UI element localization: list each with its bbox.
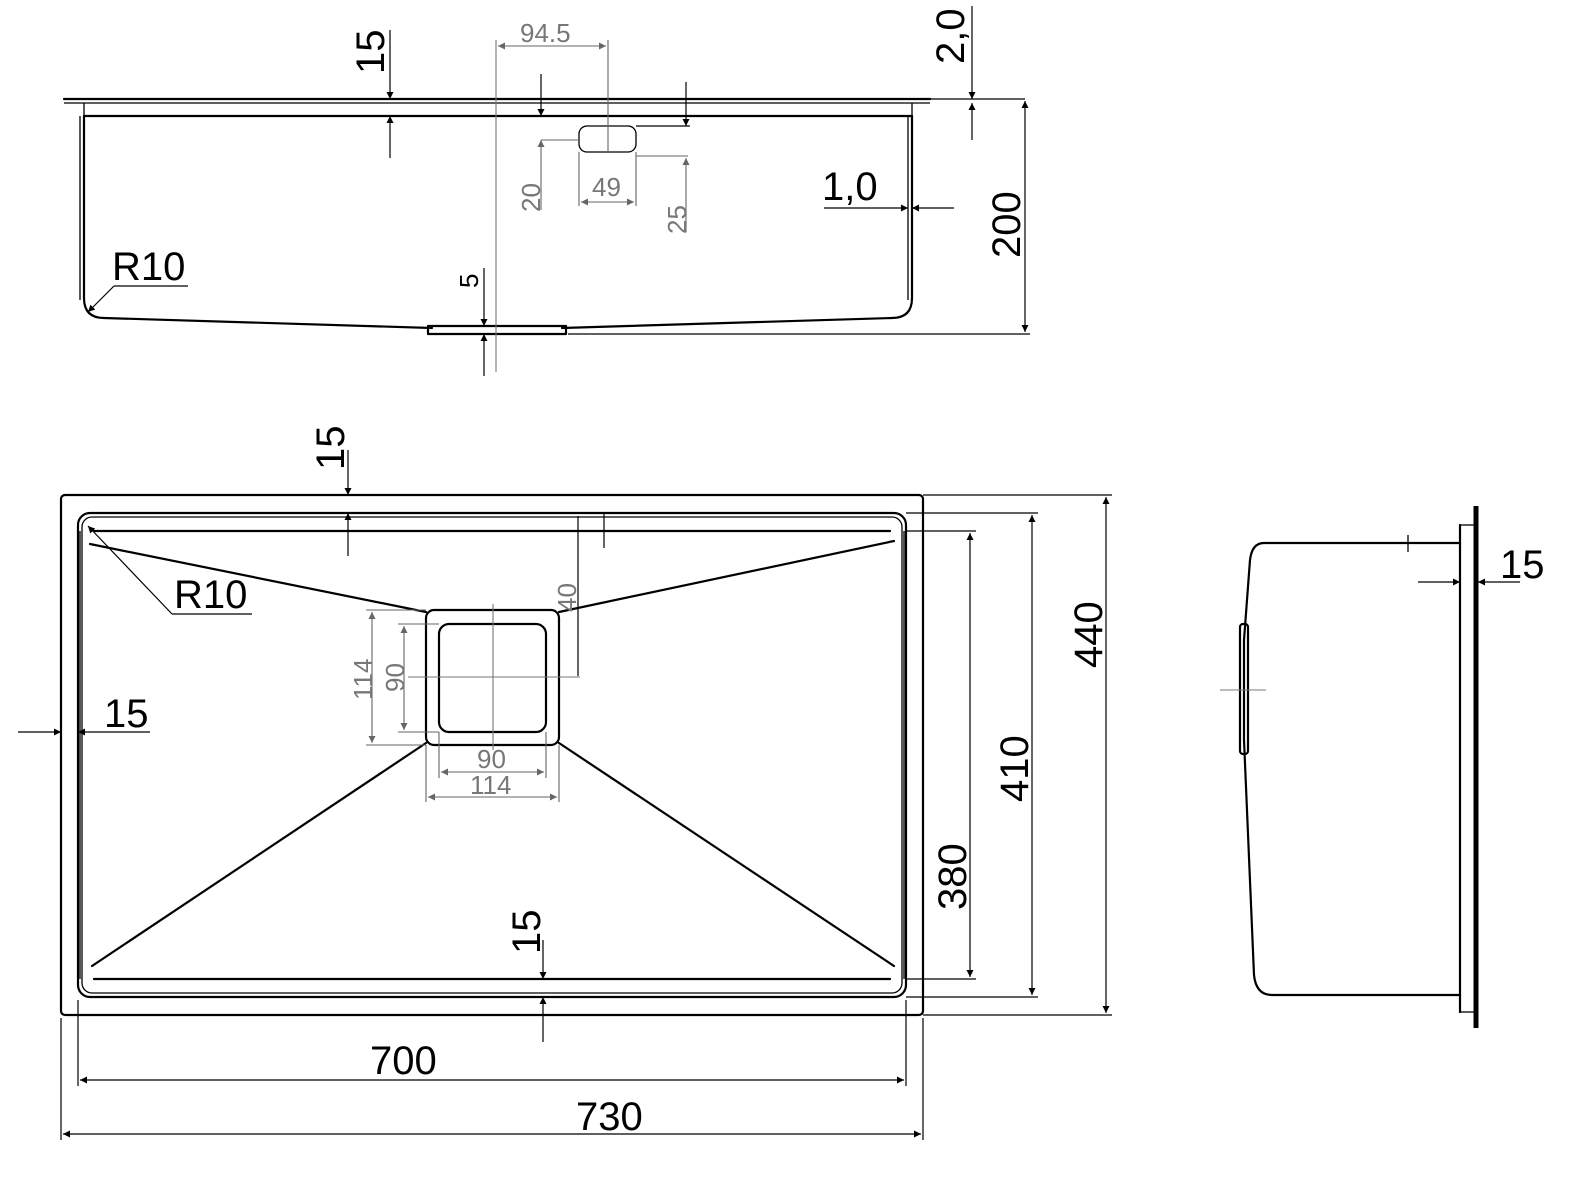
dim-drain-inner-width: 90 <box>477 744 506 774</box>
dim-outlet-height: 20 <box>516 183 546 212</box>
dim-outlet-width: 49 <box>592 172 621 202</box>
dim-top-rim: 15 <box>309 426 353 471</box>
dim-inner-width: 700 <box>370 1039 437 1083</box>
dim-overall-width: 730 <box>576 1095 643 1139</box>
side-view: 15 94.5 2,0 20 49 25 1,0 200 <box>62 6 1030 376</box>
dim-overall-depth: 440 <box>1067 601 1111 668</box>
dim-drain-outer-width: 114 <box>470 770 511 800</box>
end-overflow-slot <box>1238 622 1250 756</box>
dim-inner-depth: 380 <box>931 843 975 910</box>
dim-corner-radius-top: R10 <box>174 573 247 617</box>
sink-outer-rim <box>59 493 925 1017</box>
drain-outlet-shape <box>426 324 568 336</box>
dim-inside-depth: 410 <box>993 735 1037 802</box>
dim-end-flange: 15 <box>1500 543 1545 587</box>
dim-corner-radius-side: R10 <box>112 245 185 289</box>
dim-wall-thickness: 1,0 <box>822 165 878 209</box>
end-view: 15 <box>1220 506 1545 1028</box>
dim-drain-depth: 5 <box>454 274 484 288</box>
top-view: 15 R10 40 114 90 90 114 15 <box>18 426 1112 1140</box>
dim-rim-thickness: 15 <box>349 30 393 75</box>
dim-outlet-offset-vertical: 25 <box>662 205 692 234</box>
dim-drain-outer-height: 114 <box>348 659 378 700</box>
dim-depth: 200 <box>985 191 1029 258</box>
dim-left-rim: 15 <box>104 692 149 736</box>
dim-drain-inner-height: 90 <box>380 663 410 692</box>
dim-flange-thickness: 2,0 <box>929 8 973 64</box>
dim-drain-offset: 40 <box>552 583 582 612</box>
dim-outlet-offset: 94.5 <box>520 18 571 48</box>
dim-bottom-rim: 15 <box>505 910 549 955</box>
